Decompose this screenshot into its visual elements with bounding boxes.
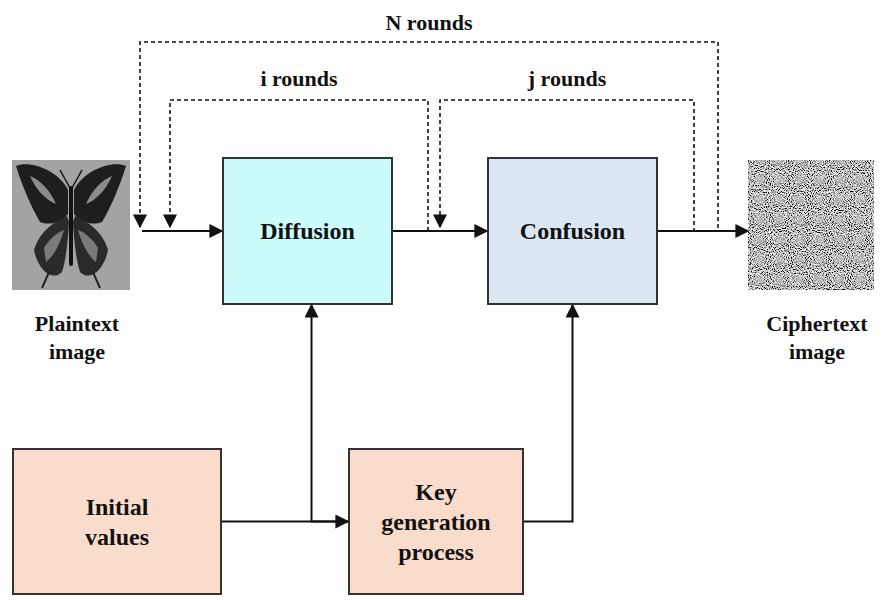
process-box: Key generation process [348, 448, 524, 595]
node-label: Diffusion [260, 216, 355, 246]
node-label: Confusion [520, 216, 625, 246]
flow-arrow [142, 230, 222, 232]
noise-image [748, 160, 874, 290]
loop-label: N rounds [381, 10, 476, 36]
loop-label: i rounds [256, 66, 341, 92]
process-box: Diffusion [222, 157, 393, 305]
butterfly-image [12, 160, 130, 290]
input-box: Initial values [12, 448, 222, 595]
node-label: Plaintext image [12, 310, 142, 365]
node-label: Initial values [54, 492, 180, 552]
process-box: Confusion [487, 157, 658, 305]
flow-arrow [524, 305, 573, 522]
node-label: Ciphertext image [748, 310, 881, 365]
node-label: Key generation process [358, 477, 514, 567]
image-caption-node: Plaintext image [12, 160, 142, 365]
loop-label: j rounds [524, 66, 610, 92]
image-caption-node: Ciphertext image [748, 160, 881, 365]
flow-arrow [312, 305, 349, 522]
